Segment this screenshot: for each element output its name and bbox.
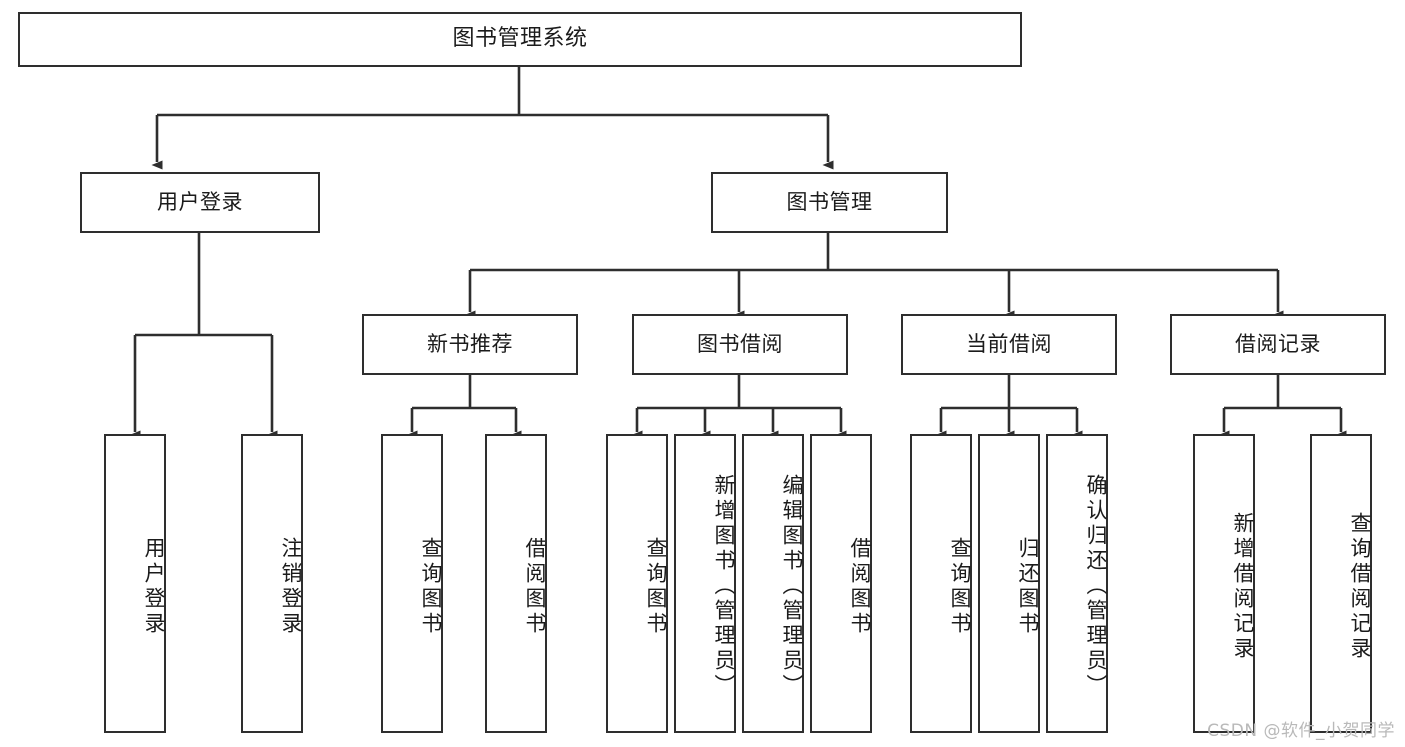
- leaf-borrow-query-book[interactable]: 查询图书: [606, 434, 668, 733]
- node-borrow-record[interactable]: 借阅记录: [1170, 314, 1386, 375]
- node-label: 归还图书: [1016, 536, 1040, 637]
- node-book-borrow[interactable]: 图书借阅: [632, 314, 848, 375]
- leaf-user-login-signin[interactable]: 用户登录: [104, 434, 166, 733]
- node-label: 借阅图书: [523, 536, 547, 637]
- node-label: 注销登录: [279, 536, 303, 637]
- leaf-record-query-record[interactable]: 查询借阅记录: [1310, 434, 1372, 733]
- node-label: 借阅图书: [848, 536, 872, 637]
- node-label: 查询图书: [644, 536, 668, 637]
- node-current-borrow[interactable]: 当前借阅: [901, 314, 1117, 375]
- node-label: 编辑图书（管理员）: [780, 474, 804, 699]
- node-label: 新增图书（管理员）: [712, 474, 736, 699]
- leaf-borrow-edit-book-admin[interactable]: 编辑图书（管理员）: [742, 434, 804, 733]
- node-label: 新增借阅记录: [1231, 511, 1255, 662]
- node-label: 用户登录: [142, 536, 166, 637]
- leaf-borrow-add-book-admin[interactable]: 新增图书（管理员）: [674, 434, 736, 733]
- node-book-management[interactable]: 图书管理: [711, 172, 948, 233]
- leaf-borrow-borrow-book[interactable]: 借阅图书: [810, 434, 872, 733]
- node-new-book-recommend[interactable]: 新书推荐: [362, 314, 578, 375]
- leaf-record-add-record[interactable]: 新增借阅记录: [1193, 434, 1255, 733]
- leaf-current-query-book[interactable]: 查询图书: [910, 434, 972, 733]
- node-label: 查询借阅记录: [1348, 511, 1372, 662]
- leaf-user-login-signout[interactable]: 注销登录: [241, 434, 303, 733]
- node-label: 确认归还（管理员）: [1084, 474, 1108, 699]
- watermark: CSDN @软件_小贺同学: [1207, 721, 1395, 741]
- leaf-recommend-query-book[interactable]: 查询图书: [381, 434, 443, 733]
- leaf-current-confirm-return-admin[interactable]: 确认归还（管理员）: [1046, 434, 1108, 733]
- leaf-recommend-borrow-book[interactable]: 借阅图书: [485, 434, 547, 733]
- node-label: 图书管理: [786, 189, 873, 214]
- leaf-current-return-book[interactable]: 归还图书: [978, 434, 1040, 733]
- node-root-system[interactable]: 图书管理系统: [18, 12, 1022, 67]
- node-label: 用户登录: [157, 189, 243, 214]
- node-label: 查询图书: [419, 536, 443, 637]
- node-label: 新书推荐: [427, 331, 513, 356]
- node-label: 借阅记录: [1235, 331, 1321, 356]
- node-user-login[interactable]: 用户登录: [80, 172, 320, 233]
- node-label: 查询图书: [948, 536, 972, 637]
- node-label: 当前借阅: [966, 331, 1052, 356]
- node-label: 图书借阅: [697, 331, 783, 356]
- node-label: 图书管理系统: [452, 26, 588, 52]
